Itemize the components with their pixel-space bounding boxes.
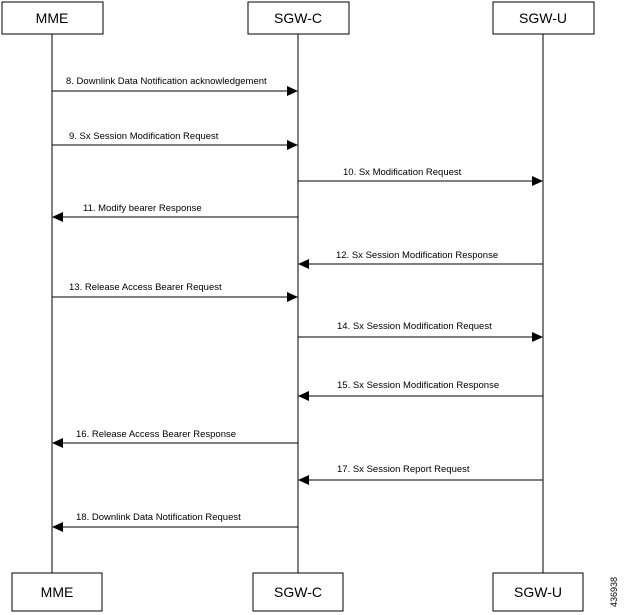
message-9: 9. Sx Session Modification Request	[52, 131, 298, 150]
participant-sgw-c-bottom: SGW-C	[252, 572, 344, 612]
message-label: 15. Sx Session Modification Response	[337, 380, 499, 391]
participant-label: MME	[36, 10, 69, 26]
participant-label: SGW-U	[514, 584, 562, 600]
message-13: 13. Release Access Bearer Request	[52, 282, 298, 302]
message-label: 13. Release Access Bearer Request	[69, 282, 222, 293]
message-label: 18. Downlink Data Notification Request	[76, 512, 241, 523]
message-12: 12. Sx Session Modification Response	[298, 250, 543, 269]
message-label: 8. Downlink Data Notification acknowledg…	[66, 76, 267, 87]
message-label: 11. Modify bearer Response	[83, 203, 202, 214]
message-16: 16. Release Access Bearer Response	[52, 429, 298, 448]
participant-label: SGW-C	[274, 10, 322, 26]
message-11: 11. Modify bearer Response	[52, 203, 298, 222]
participant-label: MME	[41, 584, 74, 600]
message-10: 10. Sx Modification Request	[298, 167, 543, 186]
message-label: 9. Sx Session Modification Request	[69, 131, 219, 142]
participant-sgw-u-bottom: SGW-U	[492, 572, 584, 612]
participant-mme-bottom: MME	[11, 572, 103, 612]
participant-label: SGW-U	[519, 10, 567, 26]
participant-sgw-c-top: SGW-C	[247, 1, 350, 35]
message-15: 15. Sx Session Modification Response	[298, 380, 543, 401]
message-label: 16. Release Access Bearer Response	[76, 429, 236, 440]
participant-sgw-u-top: SGW-U	[492, 1, 595, 35]
message-label: 17. Sx Session Report Request	[337, 464, 470, 475]
message-label: 10. Sx Modification Request	[343, 167, 462, 178]
message-14: 14. Sx Session Modification Request	[298, 321, 543, 342]
message-label: 14. Sx Session Modification Request	[337, 321, 492, 332]
figure-id: 436938	[609, 577, 619, 607]
participant-mme-top: MME	[1, 1, 104, 35]
participant-label: SGW-C	[274, 584, 322, 600]
message-8: 8. Downlink Data Notification acknowledg…	[52, 76, 298, 96]
message-label: 12. Sx Session Modification Response	[336, 250, 498, 261]
message-18: 18. Downlink Data Notification Request	[52, 512, 298, 532]
message-17: 17. Sx Session Report Request	[298, 464, 543, 485]
